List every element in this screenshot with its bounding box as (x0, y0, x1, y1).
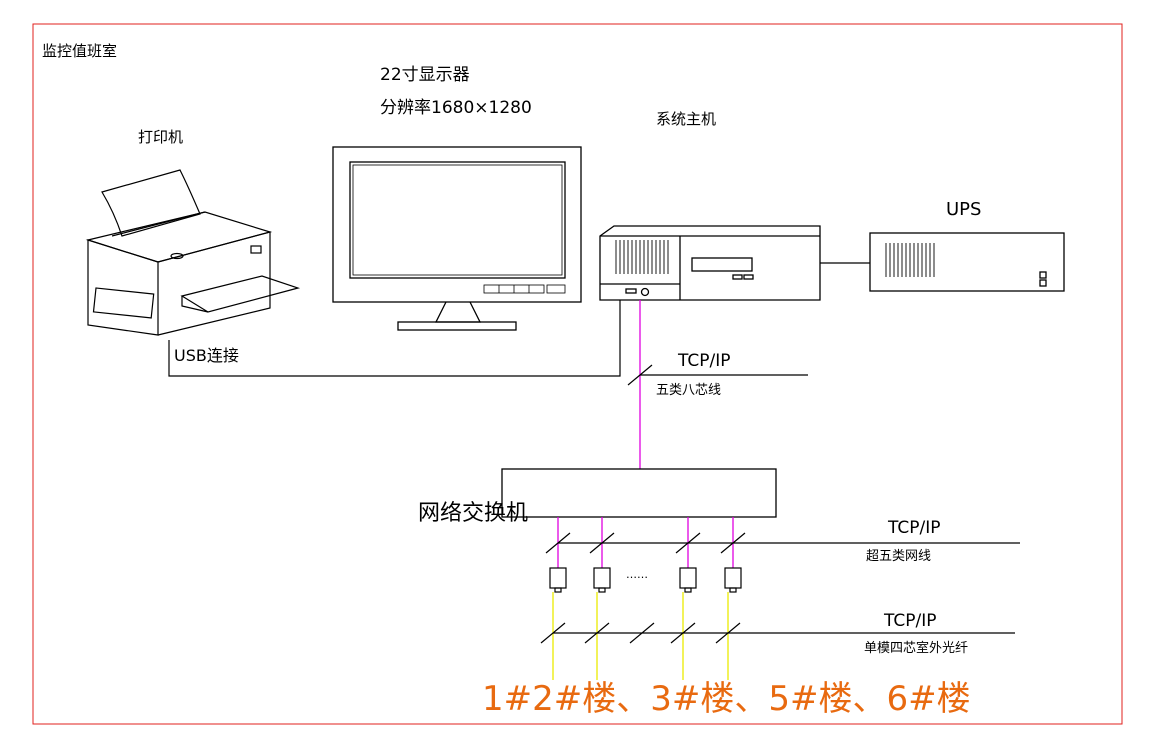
buildings-label: 1#2#楼、3#楼、5#楼、6#楼 (482, 679, 971, 719)
host-label: 系统主机 (656, 110, 716, 128)
media-converter-icons (549, 567, 742, 593)
ellipsis-label: …… (626, 568, 648, 581)
cable-tick-marks-3 (540, 622, 741, 644)
printer-label: 打印机 (138, 128, 183, 146)
printer-icon (85, 169, 301, 336)
tcpip-label-2: TCP/IP (887, 518, 941, 538)
network-switch-box (501, 468, 777, 518)
usb-label: USB连接 (174, 346, 239, 365)
tcpip-label-1: TCP/IP (677, 351, 731, 371)
cable-tick-marks-2 (545, 532, 746, 554)
tcpip-label-3: TCP/IP (883, 611, 937, 631)
drawing-frame (32, 23, 1123, 725)
host-computer-icon (599, 225, 821, 301)
monitor-title: 22寸显示器 (380, 65, 470, 85)
usb-cable (168, 300, 621, 377)
cable-tick-mark (627, 364, 653, 386)
cable-type-label-3: 单模四芯室外光纤 (864, 640, 968, 656)
monitor-resolution: 分辨率1680×1280 (380, 98, 532, 118)
switch-label: 网络交换机 (418, 501, 528, 526)
cable-type-label-1: 五类八芯线 (656, 383, 721, 398)
cable-type-label-2: 超五类网线 (866, 549, 931, 564)
fiber-cables (552, 592, 729, 680)
ups-label: UPS (946, 199, 981, 220)
monitor-icon (332, 146, 582, 331)
room-title: 监控值班室 (42, 42, 117, 60)
ups-icon (869, 232, 1065, 292)
